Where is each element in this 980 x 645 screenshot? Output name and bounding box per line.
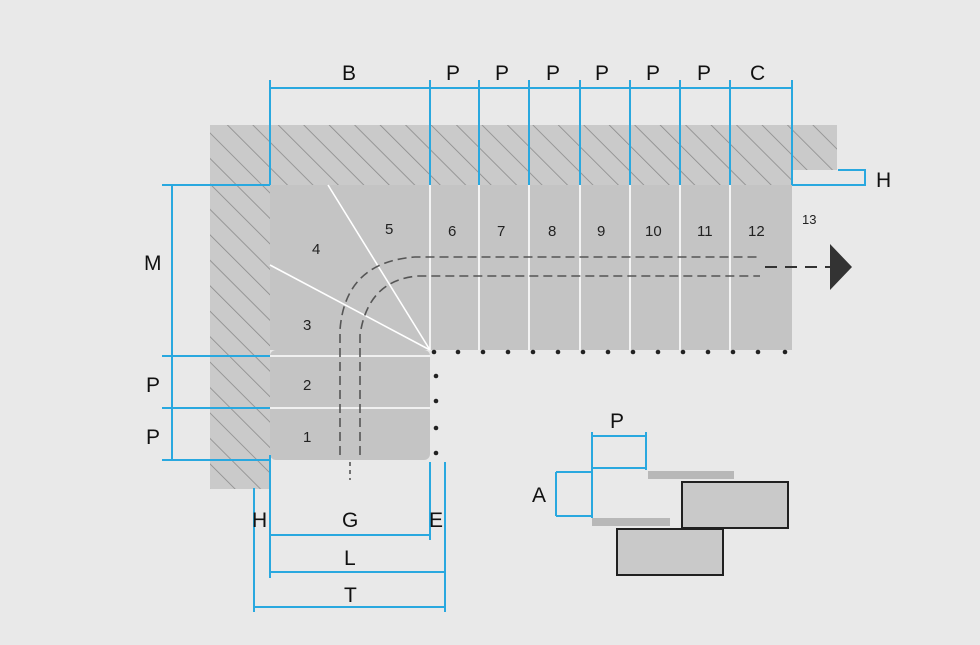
step-number: 9 (597, 223, 605, 240)
top-wall (210, 125, 837, 185)
dim-label-p: P (146, 374, 160, 397)
dim-label-a: A (532, 484, 546, 507)
step-number: 2 (303, 377, 311, 394)
left-dimensions (162, 184, 270, 461)
lower-tread-block (616, 528, 724, 576)
step-number: 8 (548, 223, 556, 240)
direction-arrow-icon (830, 244, 852, 290)
lower-tread-lip (592, 518, 670, 526)
vertical-flight (270, 350, 430, 460)
top-dimensions (269, 80, 866, 186)
step-number: 7 (497, 223, 505, 240)
stair-treads (269, 184, 792, 460)
dim-label-p: P (446, 62, 460, 85)
dim-label-p: P (595, 62, 609, 85)
open-edge-dots (431, 349, 788, 456)
dim-label-p: P (495, 62, 509, 85)
dim-label-p: P (546, 62, 560, 85)
step-number: 6 (448, 223, 456, 240)
step-number: 13 (802, 212, 816, 227)
step-number: 3 (303, 317, 311, 334)
left-wall (210, 125, 270, 489)
step-number: 4 (312, 241, 320, 258)
tread-section-detail (555, 432, 789, 576)
upper-tread-lip (648, 471, 734, 479)
dim-label-b: B (342, 62, 356, 85)
dim-label-m: M (144, 252, 162, 275)
walking-line (339, 256, 830, 480)
dim-label-h: H (252, 509, 267, 532)
dim-label-e: E (429, 509, 443, 532)
bottom-dimensions (253, 455, 446, 612)
dim-label-p: P (146, 426, 160, 449)
dim-label-p: P (697, 62, 711, 85)
horizontal-flight (270, 185, 792, 350)
dim-label-t: T (344, 584, 357, 607)
dim-label-p: P (610, 410, 624, 433)
winder-line-3-4 (269, 264, 431, 351)
dim-label-g: G (342, 509, 358, 532)
winder-line-4-5 (327, 184, 431, 351)
step-number: 11 (697, 223, 713, 240)
upper-tread-block (681, 481, 789, 529)
step-number: 12 (748, 223, 765, 240)
step-numbers: 1 2 3 4 5 6 7 8 9 10 11 12 13 (303, 212, 816, 446)
step-number: 10 (645, 223, 662, 240)
step-number: 5 (385, 221, 393, 238)
step-number: 1 (303, 429, 311, 446)
dim-label-l: L (344, 547, 356, 570)
dim-label-c: C (750, 62, 765, 85)
dim-label-p: P (646, 62, 660, 85)
dim-label-h: H (876, 169, 891, 192)
wall-notch (793, 170, 863, 185)
